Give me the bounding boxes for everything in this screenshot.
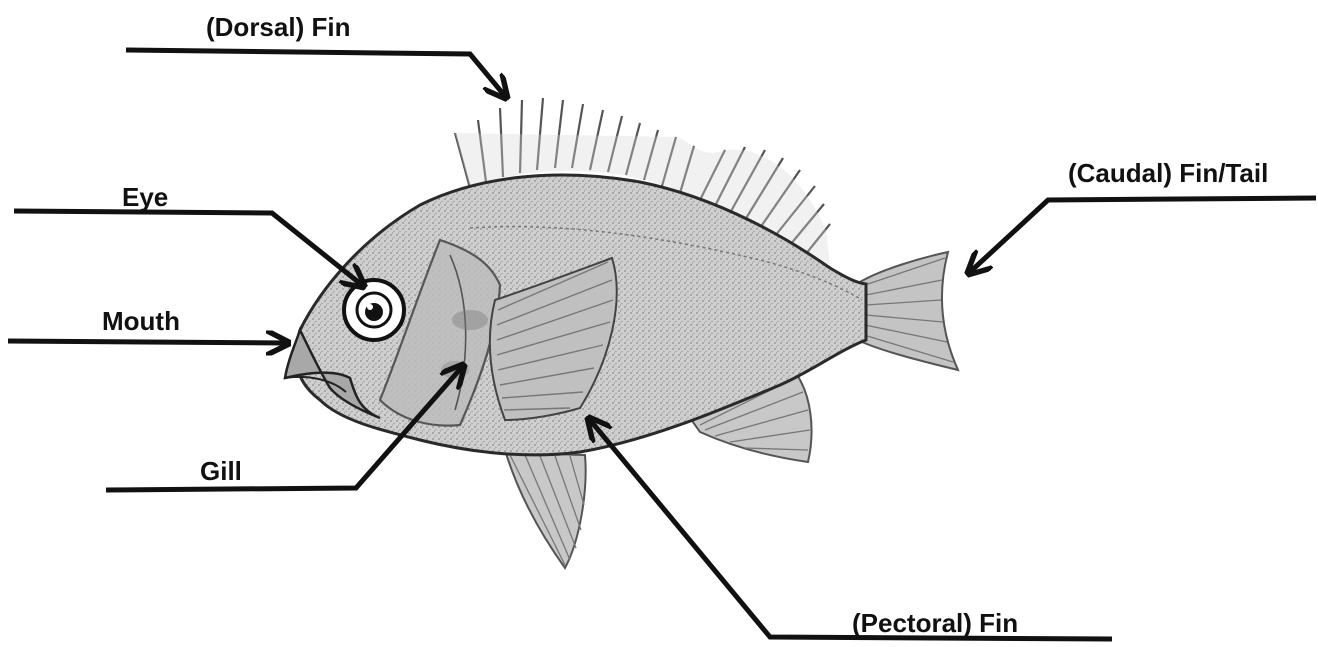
label-mouth: Mouth — [102, 308, 180, 334]
mouth-pointer — [8, 341, 286, 343]
label-eye: Eye — [122, 184, 168, 210]
label-pectoral-fin: (Pectoral) Fin — [852, 610, 1018, 636]
eye-shape — [344, 280, 404, 340]
pectoral-fin-pointer — [590, 420, 1112, 639]
label-gill: Gill — [200, 458, 242, 484]
label-caudal-fin: (Caudal) Fin/Tail — [1068, 160, 1268, 186]
dorsal-fin-pointer — [126, 50, 505, 96]
caudal-fin-pointer — [970, 198, 1316, 272]
eye-pointer — [14, 211, 362, 285]
label-dorsal-fin: (Dorsal) Fin — [206, 14, 350, 40]
fish-illustration — [285, 98, 958, 568]
